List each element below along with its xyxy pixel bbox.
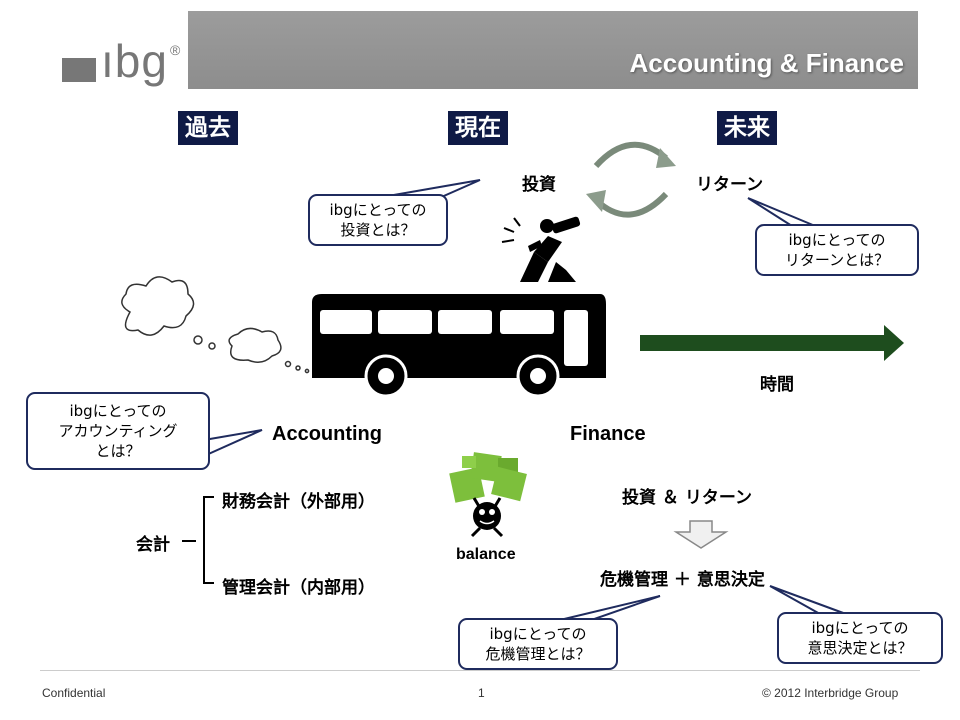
- bubble-decision: ibgにとっての 意思決定とは？: [777, 612, 943, 664]
- slide-title: Accounting & Finance: [629, 48, 904, 78]
- logo-registered-mark: ®: [170, 42, 181, 58]
- bubble-accounting-line2: アカウンティング: [58, 422, 178, 440]
- bubble-accounting-line1: ibgにとっての: [69, 402, 167, 420]
- era-present: 現在: [448, 111, 508, 145]
- footer-copyright: © 2012 Interbridge Group: [762, 686, 899, 700]
- bubble-risk: ibgにとっての 危機管理とは？: [458, 618, 618, 670]
- bubble-tail-decision: [769, 585, 847, 615]
- kaikei-root-label: 会計: [136, 535, 170, 555]
- bubble-investment-line2: 投資とは？: [340, 221, 416, 239]
- header-bar: [188, 11, 918, 89]
- era-past: 過去: [178, 111, 238, 145]
- bubble-accounting-line3: とは？: [95, 442, 141, 460]
- balance-figure-icon: [449, 452, 527, 538]
- investment-return-label: 投資 ＆ リターン: [622, 488, 752, 508]
- bubble-decision-line2: 意思決定とは？: [807, 639, 913, 657]
- kaikei-bracket: [182, 496, 214, 584]
- cycle-arrows-icon: [586, 141, 676, 218]
- bubble-investment-line1: ibgにとっての: [329, 201, 427, 219]
- lookout-figure-icon: [501, 216, 581, 282]
- financial-accounting-label: 財務会計（外部用）: [222, 492, 375, 512]
- balance-label: balance: [456, 546, 516, 563]
- logo-block: [62, 58, 96, 82]
- return-label: リターン: [696, 175, 764, 195]
- finance-label: Finance: [570, 423, 646, 445]
- investment-label: 投資: [522, 175, 556, 195]
- bubble-risk-line1: ibgにとっての: [489, 625, 587, 643]
- bus-icon: [312, 294, 606, 398]
- bubble-return: ibgにとっての リターンとは？: [755, 224, 919, 276]
- bubble-return-line1: ibgにとっての: [788, 231, 886, 249]
- footer-confidential: Confidential: [42, 686, 106, 700]
- accounting-label: Accounting: [272, 423, 382, 445]
- thought-cloud-icon: [121, 276, 310, 374]
- bubble-decision-line1: ibgにとっての: [811, 619, 909, 637]
- bubble-tail-accounting: [203, 429, 263, 458]
- time-label: 時間: [760, 375, 794, 395]
- footer-divider: [40, 670, 920, 671]
- management-accounting-label: 管理会計（内部用）: [222, 578, 375, 598]
- time-arrow-icon: [640, 325, 904, 361]
- bubble-investment: ibgにとっての 投資とは？: [308, 194, 448, 246]
- era-future: 未来: [717, 111, 777, 145]
- risk-decision-label: 危機管理 ＋ 意思決定: [600, 570, 765, 590]
- bubble-return-line2: リターンとは？: [784, 251, 890, 269]
- company-logo: ıbg: [101, 35, 168, 87]
- footer-page-number: 1: [478, 686, 485, 700]
- bubble-accounting: ibgにとっての アカウンティング とは？: [26, 392, 210, 470]
- down-arrow-icon: [673, 520, 729, 549]
- bubble-risk-line2: 危機管理とは？: [485, 645, 591, 663]
